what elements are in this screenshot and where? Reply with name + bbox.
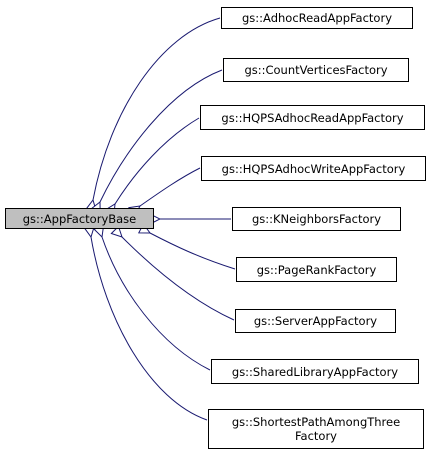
class-label-line-2: Factory <box>294 429 337 443</box>
edge-hqps-adhoc-write <box>140 167 201 206</box>
edge-adhoc-read <box>93 17 221 200</box>
class-label: gs::HQPSAdhocReadAppFactory <box>221 110 404 125</box>
edge-server-app <box>122 237 235 321</box>
class-node-adhoc-read[interactable]: gs::AdhocReadAppFactory <box>221 7 413 29</box>
class-label: gs::SharedLibraryAppFactory <box>231 364 399 379</box>
class-node-count-vertices[interactable]: gs::CountVerticesFactory <box>223 58 409 82</box>
class-label: gs::AdhocReadAppFactory <box>241 11 393 25</box>
class-node-page-rank[interactable]: gs::PageRankFactory <box>236 257 397 282</box>
class-label-line-1: gs::ShortestPathAmongThree <box>231 415 401 429</box>
edge-hqps-adhoc-read <box>115 117 200 204</box>
class-node-hqps-adhoc-write[interactable]: gs::HQPSAdhocWriteAppFactory <box>201 156 426 181</box>
class-node-k-neighbors[interactable]: gs::KNeighborsFactory <box>232 207 401 231</box>
edge-shortest-path <box>91 237 208 421</box>
class-node-shortest-path[interactable]: gs::ShortestPathAmongThree Factory <box>208 409 424 449</box>
class-node-server-app[interactable]: gs::ServerAppFactory <box>235 309 396 333</box>
class-label: gs::PageRankFactory <box>256 262 377 277</box>
class-label: gs::CountVerticesFactory <box>244 63 388 77</box>
edge-page-rank <box>150 233 236 270</box>
edge-count-vertices <box>100 69 223 202</box>
class-node-shared-library[interactable]: gs::SharedLibraryAppFactory <box>211 359 419 384</box>
class-node-hqps-adhoc-read[interactable]: gs::HQPSAdhocReadAppFactory <box>200 105 425 130</box>
base-class-label: gs::AppFactoryBase <box>22 211 137 226</box>
class-label: gs::ServerAppFactory <box>253 314 378 328</box>
base-class-node[interactable]: gs::AppFactoryBase <box>5 208 154 229</box>
class-label: gs::HQPSAdhocWriteAppFactory <box>221 161 406 176</box>
class-label: gs::KNeighborsFactory <box>251 212 382 226</box>
edge-shared-library <box>102 237 211 371</box>
